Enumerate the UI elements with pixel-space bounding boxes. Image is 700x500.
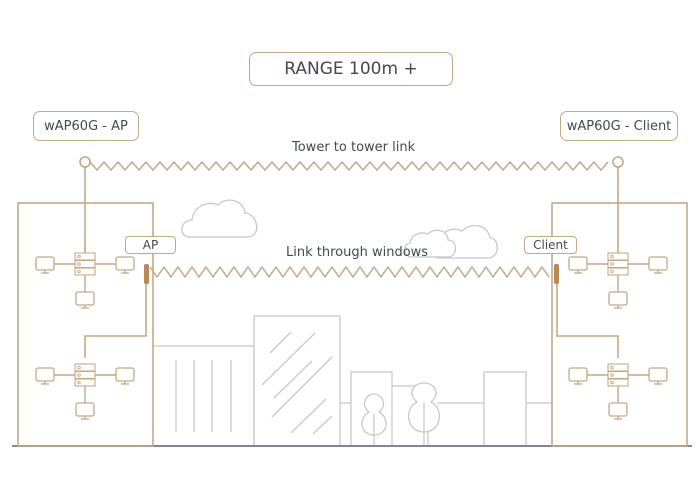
server-led	[77, 262, 81, 266]
computer-icon	[608, 291, 628, 309]
monitor-screen	[75, 402, 95, 417]
server-unit	[607, 378, 629, 387]
right-tower-antenna-icon	[612, 156, 624, 168]
monitor-screen	[568, 367, 588, 382]
monitor-screen	[568, 256, 588, 271]
range-title: RANGE 100m +	[249, 52, 453, 86]
server-led	[77, 254, 81, 259]
computer-icon	[115, 256, 135, 274]
monitor-screen	[35, 256, 55, 271]
network-cluster-right-bottom	[568, 363, 668, 420]
server-icon	[74, 252, 96, 276]
server-icon	[607, 363, 629, 387]
link-through-windows	[149, 265, 550, 279]
computer-icon	[115, 367, 135, 385]
cloud-1	[181, 199, 258, 238]
computer-icon	[75, 291, 95, 309]
server-unit	[74, 378, 96, 387]
server-led	[77, 365, 81, 370]
tower-to-tower-link	[89, 160, 609, 172]
clouds	[181, 199, 498, 259]
building-1-stripes	[175, 360, 232, 432]
monitor-screen	[115, 367, 135, 382]
monitor-screen	[35, 367, 55, 382]
computer-icon	[568, 256, 588, 274]
monitor-screen	[608, 291, 628, 306]
computer-icon	[648, 256, 668, 274]
server-unit	[74, 267, 96, 276]
monitor-screen	[648, 367, 668, 382]
right-window-antenna-icon	[554, 264, 559, 284]
window-link-label: Link through windows	[286, 245, 429, 260]
device-label-ap: wAP60G - AP	[33, 111, 139, 141]
server-icon	[607, 252, 629, 276]
server-led	[610, 262, 614, 266]
city-skyline	[153, 315, 552, 447]
computer-icon	[608, 402, 628, 420]
right-window-feed	[556, 276, 619, 358]
server-unit	[607, 267, 629, 276]
tree-1	[361, 393, 387, 445]
window-unit-ap: AP	[125, 236, 176, 254]
server-led	[610, 269, 614, 274]
monitor-screen	[648, 256, 668, 271]
server-led	[610, 373, 614, 377]
device-label-client: wAP60G - Client	[560, 111, 678, 141]
building-2-glass	[261, 331, 333, 435]
network-cluster-left-bottom	[35, 363, 135, 420]
left-tower-antenna-icon	[79, 156, 91, 168]
cloud-3	[403, 229, 457, 258]
building-1	[153, 345, 255, 446]
computer-icon	[35, 256, 55, 274]
right-tower-building	[551, 202, 688, 447]
server-led	[77, 380, 81, 385]
network-cluster-right-top	[568, 252, 668, 309]
window-unit-client: Client	[524, 236, 577, 254]
computer-icon	[568, 367, 588, 385]
left-window-antenna-icon	[144, 264, 149, 284]
monitor-screen	[75, 291, 95, 306]
server-icon	[74, 363, 96, 387]
computer-icon	[35, 367, 55, 385]
server-led	[77, 269, 81, 274]
server-led	[77, 373, 81, 377]
server-led	[610, 380, 614, 385]
network-cluster-left-top	[35, 252, 135, 309]
monitor-screen	[115, 256, 135, 271]
server-led	[610, 365, 614, 370]
tree-2	[408, 382, 440, 445]
computer-icon	[75, 402, 95, 420]
building-6	[483, 371, 527, 447]
structures	[17, 156, 688, 447]
tower-link-label: Tower to tower link	[292, 140, 416, 155]
computer-icon	[648, 367, 668, 385]
server-led	[610, 254, 614, 259]
left-window-feed	[84, 276, 147, 358]
monitor-screen	[608, 402, 628, 417]
